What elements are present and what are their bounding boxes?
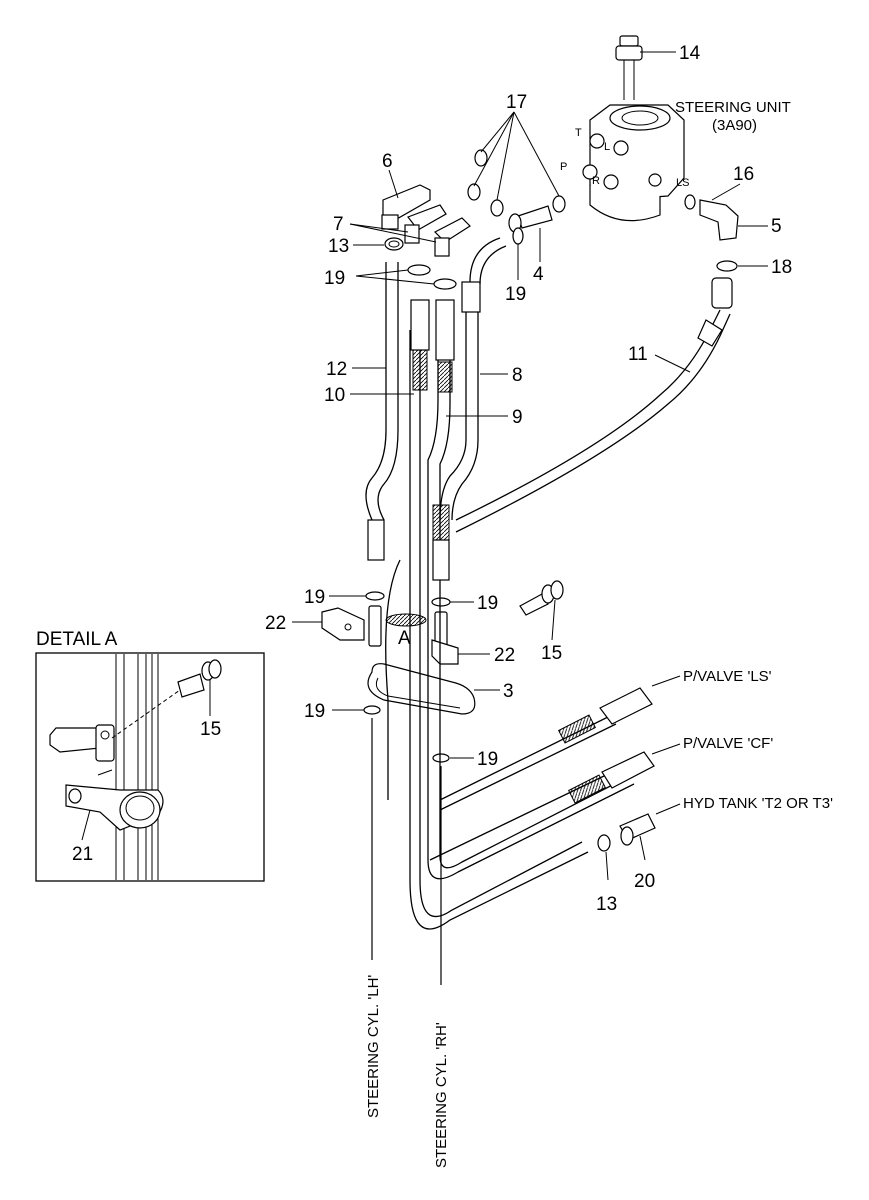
detail-a-tubes xyxy=(115,654,159,880)
callout-3: 3 xyxy=(503,681,514,702)
detail-a-panel: DETAIL A xyxy=(35,629,265,882)
callout-9: 9 xyxy=(512,407,523,428)
callout-8: 8 xyxy=(512,365,523,386)
callout-10: 10 xyxy=(324,385,345,406)
leader-lines xyxy=(292,51,768,881)
dest-pvalve-ls: P/VALVE 'LS' xyxy=(683,668,772,685)
detail-a-callout-15: 15 xyxy=(200,719,221,740)
dest-steering-cyl-rh: STEERING CYL. 'RH' xyxy=(433,1022,450,1168)
callout-16: 16 xyxy=(733,164,754,185)
callout-4: 4 xyxy=(533,264,544,285)
dest-steering-cyl-lh: STEERING CYL. 'LH' xyxy=(365,975,382,1118)
callout-13-top: 13 xyxy=(328,236,349,257)
callout-14: 14 xyxy=(679,43,701,64)
callout-22-right: 22 xyxy=(494,645,515,666)
callout-19-right: 19 xyxy=(477,593,498,614)
callout-17: 17 xyxy=(506,92,527,113)
port-p-label: P xyxy=(560,161,567,173)
callout-19-fitting: 19 xyxy=(505,284,526,305)
steering-unit-model: (3A90) xyxy=(712,117,757,134)
detail-a-bolt xyxy=(111,659,222,739)
leader-detail-21 xyxy=(81,809,91,841)
dest-hyd-tank: HYD TANK 'T2 OR T3' xyxy=(683,795,833,812)
callout-11: 11 xyxy=(628,344,648,365)
callout-13-bottom: 13 xyxy=(596,894,617,915)
callout-15: 15 xyxy=(541,643,562,664)
detail-a-clamp xyxy=(65,784,164,831)
callout-12: 12 xyxy=(326,359,347,380)
callout-18: 18 xyxy=(771,257,792,278)
callout-7: 7 xyxy=(333,214,344,235)
callout-19-top: 19 xyxy=(324,268,345,289)
callout-6: 6 xyxy=(382,151,393,172)
steering-unit-name: STEERING UNIT xyxy=(675,99,791,116)
callout-19-lower-left: 19 xyxy=(304,701,325,722)
dest-pvalve-cf: P/VALVE 'CF' xyxy=(683,735,773,752)
callouts: 14 17 6 7 16 5 13 19 19 4 18 11 12 8 10 … xyxy=(265,43,792,915)
detail-a-callout-21: 21 xyxy=(72,844,93,865)
detail-a-frame xyxy=(35,652,265,882)
port-r-label: R xyxy=(592,175,600,187)
callout-19-left: 19 xyxy=(304,587,325,608)
callout-detail-a: A xyxy=(398,628,411,649)
port-l-label: L xyxy=(604,141,610,153)
callout-20: 20 xyxy=(634,871,655,892)
callout-22-left: 22 xyxy=(265,613,286,634)
steering-unit: T L P R LS xyxy=(560,35,689,222)
destination-labels: P/VALVE 'LS' P/VALVE 'CF' HYD TANK 'T2 O… xyxy=(365,668,833,1168)
detail-a-bracket xyxy=(49,724,115,776)
fittings-group xyxy=(321,149,739,852)
callout-5: 5 xyxy=(771,216,782,237)
detail-a-title: DETAIL A xyxy=(36,629,118,650)
port-ls-label: LS xyxy=(676,177,689,189)
port-t-label: T xyxy=(575,127,582,139)
callout-19-lower-right: 19 xyxy=(477,749,498,770)
hoses-and-tubes xyxy=(365,237,733,985)
